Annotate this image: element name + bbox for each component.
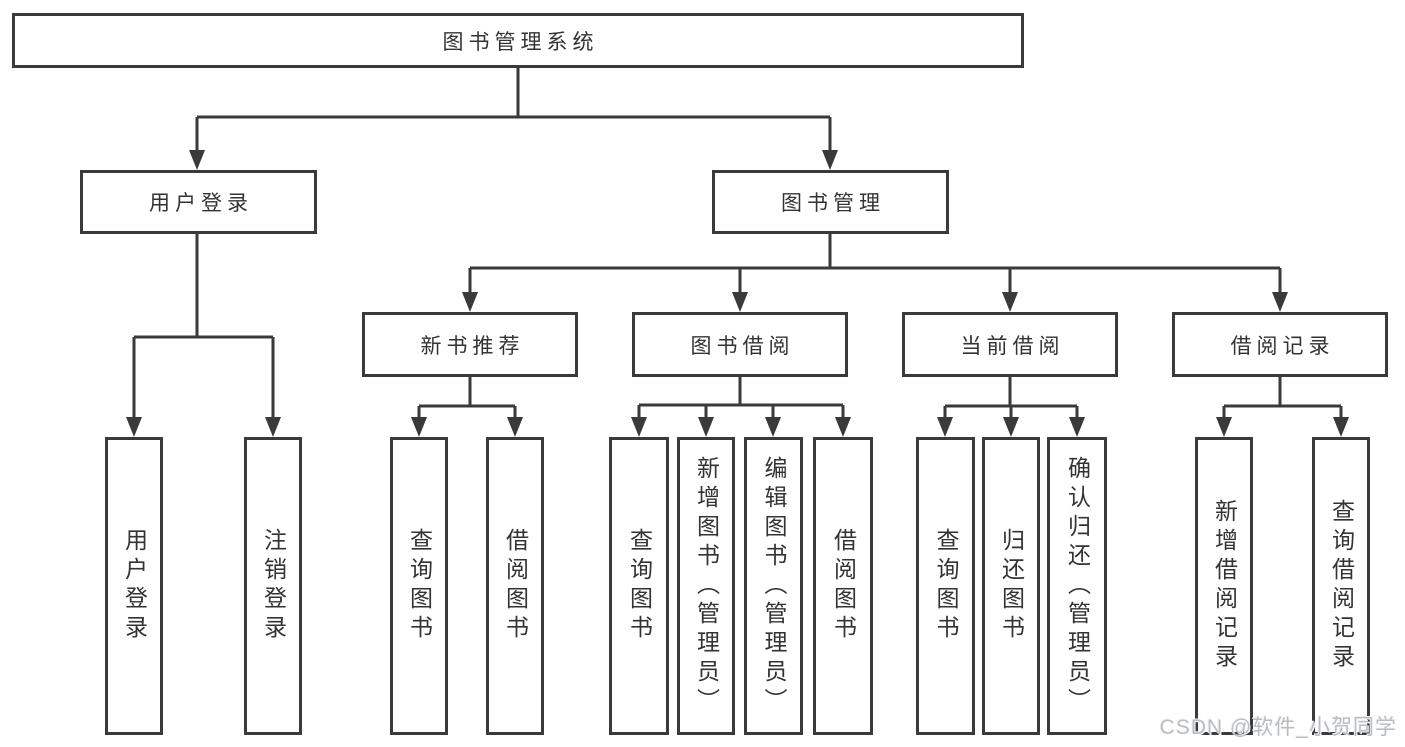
- leaf-add-borrow-record: 新增借阅记录: [1195, 437, 1253, 735]
- arrowheads: [126, 150, 1349, 437]
- node-library-management-system: 图书管理系统: [12, 13, 1024, 68]
- leaf-borrow-books-recommend: 借阅图书: [486, 437, 544, 735]
- node-book-management: 图书管理: [712, 170, 949, 234]
- leaf-confirm-return-admin: 确认归还（管理员）: [1047, 437, 1107, 735]
- leaf-query-books-current: 查询图书: [916, 437, 975, 735]
- leaf-user-login: 用户登录: [105, 437, 163, 735]
- leaf-edit-book-admin: 编辑图书（管理员）: [744, 437, 803, 735]
- leaf-query-books-recommend: 查询图书: [390, 437, 448, 735]
- leaf-query-borrow-record: 查询借阅记录: [1312, 437, 1370, 735]
- leaf-query-books-borrowing: 查询图书: [609, 437, 669, 735]
- leaf-add-book-admin: 新增图书（管理员）: [677, 437, 735, 735]
- leaf-return-book: 归还图书: [982, 437, 1040, 735]
- watermark: CSDN @软件_小贺同学: [1159, 716, 1397, 739]
- leaf-logout: 注销登录: [244, 437, 302, 735]
- connector-paths: [132, 68, 1343, 421]
- leaf-borrow-books-borrowing: 借阅图书: [813, 437, 873, 735]
- node-book-borrowing: 图书借阅: [632, 312, 848, 377]
- node-current-borrowing: 当前借阅: [902, 312, 1118, 377]
- node-new-book-recommendation: 新书推荐: [362, 312, 578, 377]
- node-borrowing-records: 借阅记录: [1172, 312, 1388, 377]
- node-user-login: 用户登录: [80, 170, 317, 234]
